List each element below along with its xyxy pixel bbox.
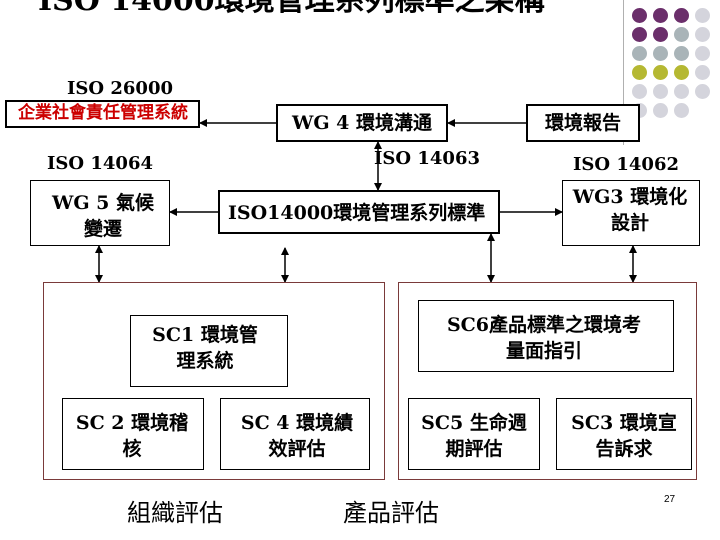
- page-title: ISO 14000環境管理系列標準之架構: [38, 0, 545, 18]
- decorative-dot: [632, 27, 647, 42]
- sc4-label: SC 4 環境績效評估: [240, 412, 354, 460]
- sc1-label: SC1 環境管理系統: [152, 324, 258, 372]
- csr-management-box: [5, 100, 200, 128]
- decorative-dot: [653, 103, 668, 118]
- sc1-box: [130, 315, 288, 387]
- decorative-dot: [695, 27, 710, 42]
- environmental-report-box: [526, 104, 640, 142]
- decorative-dot: [653, 84, 668, 99]
- decorative-dot: [674, 8, 689, 23]
- sc4-box: [220, 398, 370, 470]
- decorative-dot: [653, 8, 668, 23]
- wg3-label: WG3 環境化設計: [572, 186, 688, 234]
- wg5-label: WG 5 氣候變遷: [51, 192, 154, 240]
- decorative-dot: [674, 27, 689, 42]
- decorative-dot: [674, 65, 689, 80]
- decorative-dot: [632, 46, 647, 61]
- decorative-dot: [674, 84, 689, 99]
- decorative-dot: [632, 84, 647, 99]
- product-evaluation-label: 產品評估: [343, 499, 439, 527]
- decorative-vertical-line: [623, 0, 624, 145]
- sc6-label: SC6產品標準之環境考量面指引: [446, 314, 642, 362]
- decorative-dot: [632, 65, 647, 80]
- decorative-dot: [695, 65, 710, 80]
- page-number: 27: [664, 494, 676, 505]
- wg4-label: WG 4 環境溝通: [291, 112, 432, 134]
- decorative-dot: [653, 27, 668, 42]
- iso14062-label: ISO 14062: [573, 154, 679, 175]
- sc3-box: [556, 398, 692, 470]
- iso26000-label: ISO 26000: [67, 78, 173, 99]
- iso14063-label: ISO 14063: [374, 148, 480, 169]
- wg4-box: [276, 104, 448, 142]
- decorative-dot: [674, 103, 689, 118]
- decorative-dot: [695, 46, 710, 61]
- sc3-label: SC3 環境宣告訴求: [571, 412, 677, 460]
- iso14000-series-label: ISO14000環境管理系列標準: [228, 202, 486, 224]
- wg3-box: [562, 180, 700, 246]
- decorative-dot: [653, 65, 668, 80]
- decorative-dot: [674, 46, 689, 61]
- sc6-box: [418, 300, 674, 372]
- decorative-dot: [632, 8, 647, 23]
- sc5-box: [408, 398, 540, 470]
- iso14000-series-box: [218, 190, 500, 234]
- organization-evaluation-region: [43, 282, 385, 480]
- decorative-dot: [695, 8, 710, 23]
- environmental-report-label: 環境報告: [544, 112, 621, 134]
- iso14064-label: ISO 14064: [47, 153, 153, 174]
- sc2-box: [62, 398, 204, 470]
- wg5-box: [30, 180, 170, 246]
- organization-evaluation-label: 組織評估: [127, 499, 223, 527]
- decorative-dot: [653, 46, 668, 61]
- csr-management-label: 企業社會責任管理系統: [18, 103, 188, 123]
- sc2-label: SC 2 環境稽核: [75, 412, 189, 460]
- sc5-label: SC5 生命週期評估: [421, 412, 527, 460]
- product-evaluation-region: [398, 282, 697, 480]
- decorative-dot: [695, 84, 710, 99]
